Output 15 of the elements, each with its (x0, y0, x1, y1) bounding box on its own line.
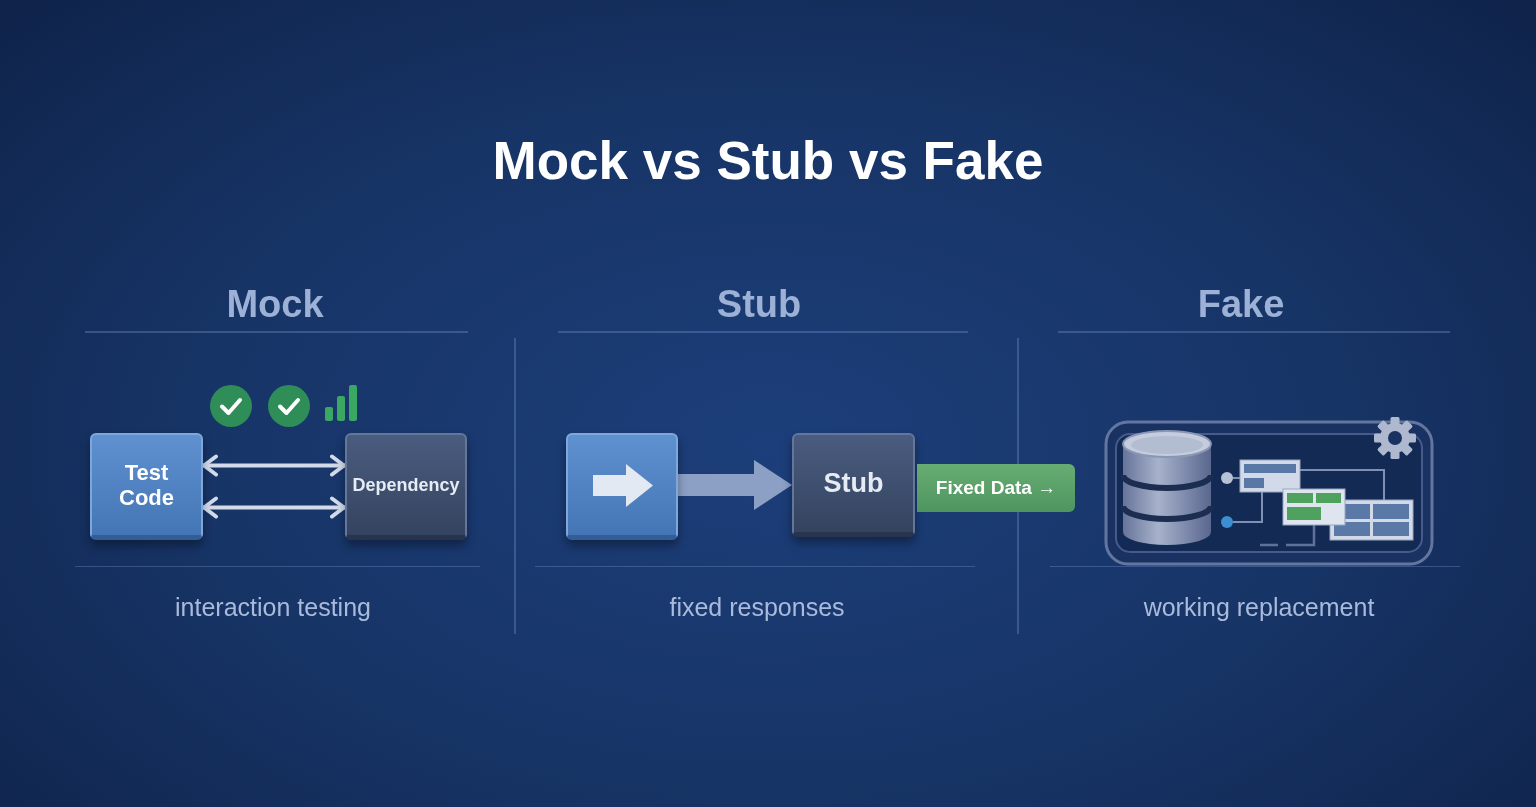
column-heading: Mock (226, 285, 324, 323)
title: Mock vs Stub vs Fake (492, 134, 1044, 187)
process-box: Test Code (90, 433, 203, 540)
column-heading: Stub (716, 285, 802, 323)
double-arrow (202, 454, 346, 477)
process-box (566, 433, 678, 540)
column-caption: interaction testing (175, 595, 371, 620)
column-caption: fixed responses (669, 595, 845, 620)
data-tag: Fixed Data → (917, 464, 1075, 512)
block-arrow (678, 460, 792, 510)
column-caption: working replacement (1143, 595, 1375, 620)
double-arrow (202, 496, 346, 519)
column-heading: Fake (1197, 285, 1285, 323)
process-box: Dependency (345, 433, 467, 540)
process-box: Stub (792, 433, 915, 537)
